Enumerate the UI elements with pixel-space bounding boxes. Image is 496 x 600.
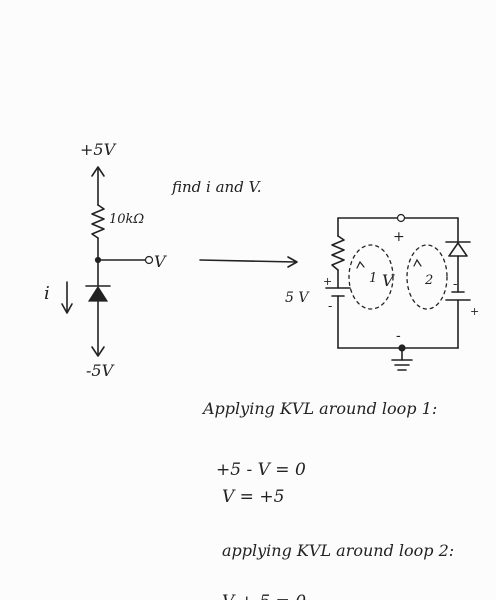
diode-icon (87, 285, 109, 302)
heading-loop-1: Applying KVL around loop 1: (201, 399, 437, 418)
resistor-10k (91, 204, 105, 239)
right-battery-plus: + (470, 305, 479, 318)
current-label: i (44, 283, 50, 304)
left-battery-plus: + (323, 275, 332, 288)
loop-1-label: 1 (369, 271, 377, 286)
transform-arrow-icon (287, 256, 298, 268)
right-resistor (331, 235, 345, 271)
right-circuit: + + - 5 V - + - 1 V 2 (285, 213, 479, 371)
resistor-label: 10kΩ (109, 212, 144, 227)
down-arrow-icon (91, 346, 105, 357)
heading-loop-2: applying KVL around loop 2: (222, 541, 454, 560)
loop-2-label: 2 (424, 273, 433, 288)
current-arrow-icon (61, 303, 73, 314)
equation-1: +5 - V = 0 (216, 460, 306, 480)
top-plus-sign: + (393, 229, 405, 245)
problem-prompt: find i and V. (171, 178, 262, 196)
left-battery-minus: - (328, 299, 332, 314)
top-supply-label: +5V (80, 140, 117, 159)
bottom-supply-label: -5V (86, 361, 115, 380)
bottom-minus-sign: - (396, 328, 401, 344)
up-arrow-icon (91, 166, 105, 177)
loop-1-arrow-icon (356, 260, 365, 269)
loop-2-arrow-icon (413, 258, 422, 267)
loop-1 (348, 244, 394, 310)
right-battery-minus: - (453, 277, 457, 292)
right-diode-icon (448, 242, 468, 257)
transform-arrow (199, 259, 297, 263)
top-terminal (396, 213, 406, 223)
node-voltage-label: V (382, 271, 395, 290)
left-circuit: +5V 10kΩ V -5V i (44, 140, 167, 380)
solution: Applying KVL around loop 1: +5 - V = 0 V… (201, 399, 454, 600)
output-terminal (144, 255, 154, 265)
equation-2: V = +5 (222, 487, 284, 507)
left-source-label: 5 V (285, 290, 310, 306)
loop-2 (406, 244, 448, 310)
equation-3: V + 5 = 0 (222, 592, 306, 600)
ground-icon (391, 359, 413, 371)
output-voltage-label: V (154, 252, 167, 271)
